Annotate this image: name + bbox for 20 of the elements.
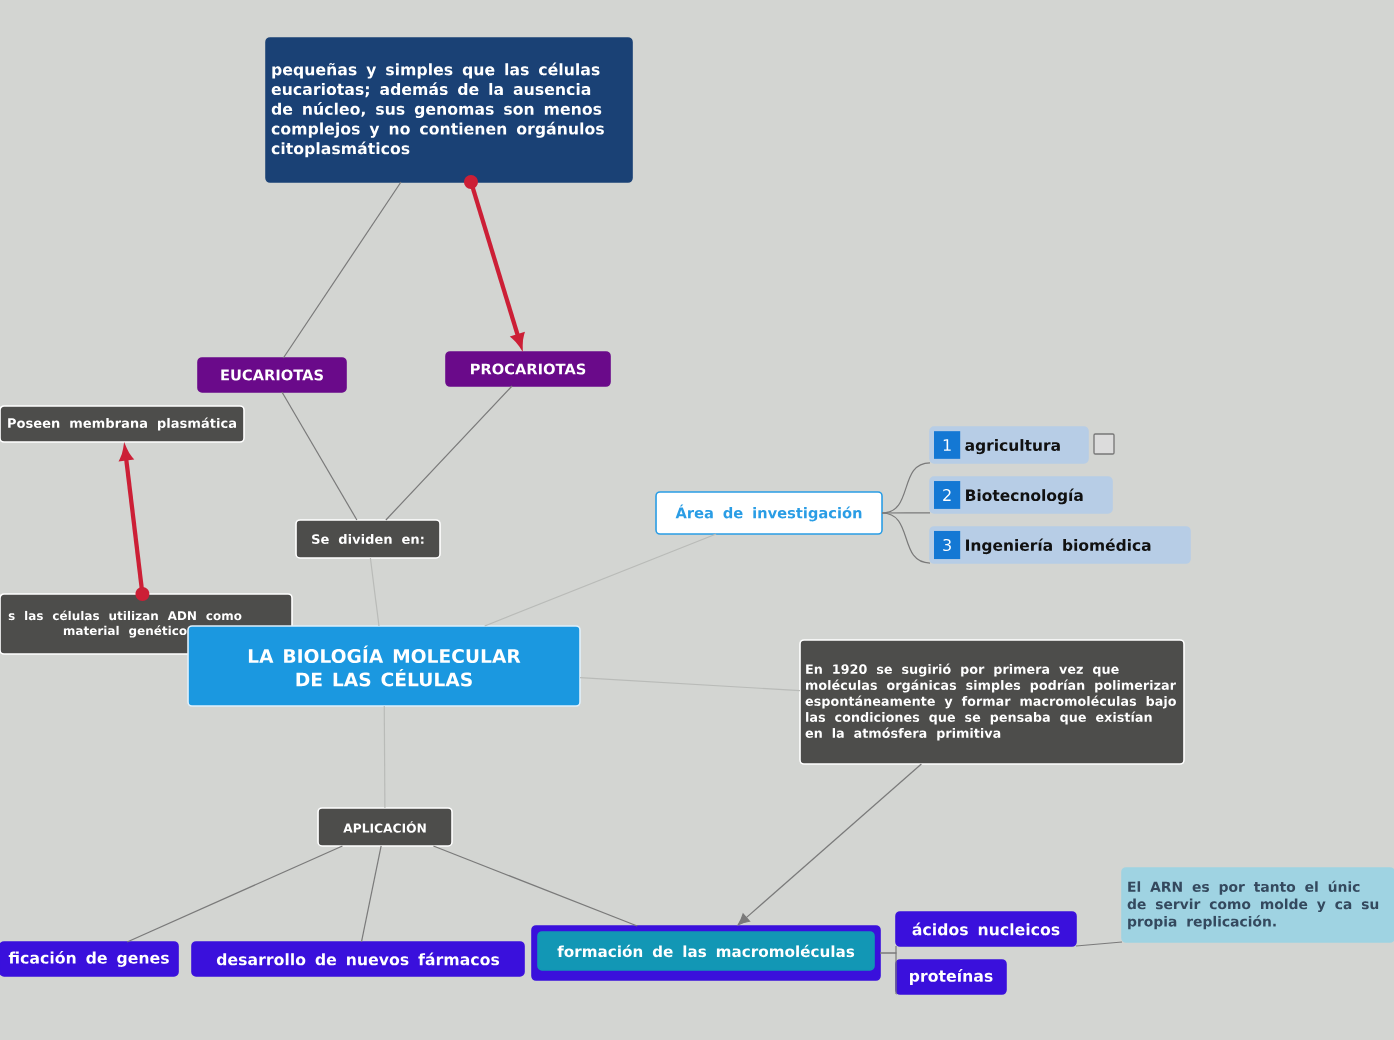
connector — [385, 385, 513, 521]
connector — [360, 845, 382, 943]
connector — [126, 845, 344, 943]
central-topic-box: LA BIOLOGÍA MOLECULAR DE LAS CÉLULAS — [187, 625, 581, 707]
connector — [579, 677, 801, 692]
connector — [881, 512, 931, 514]
connector — [484, 533, 717, 627]
connector — [432, 845, 638, 927]
connector — [369, 557, 380, 627]
connector — [464, 175, 525, 348]
connector — [879, 952, 897, 995]
connector — [881, 512, 931, 564]
number-badge: 1 — [934, 431, 961, 459]
number-badge: 3 — [934, 530, 961, 560]
connector — [282, 181, 402, 359]
connector — [119, 446, 150, 601]
connector — [1075, 941, 1123, 947]
connector — [281, 391, 358, 521]
number-badge: 2 — [934, 481, 961, 509]
connector — [737, 763, 922, 926]
